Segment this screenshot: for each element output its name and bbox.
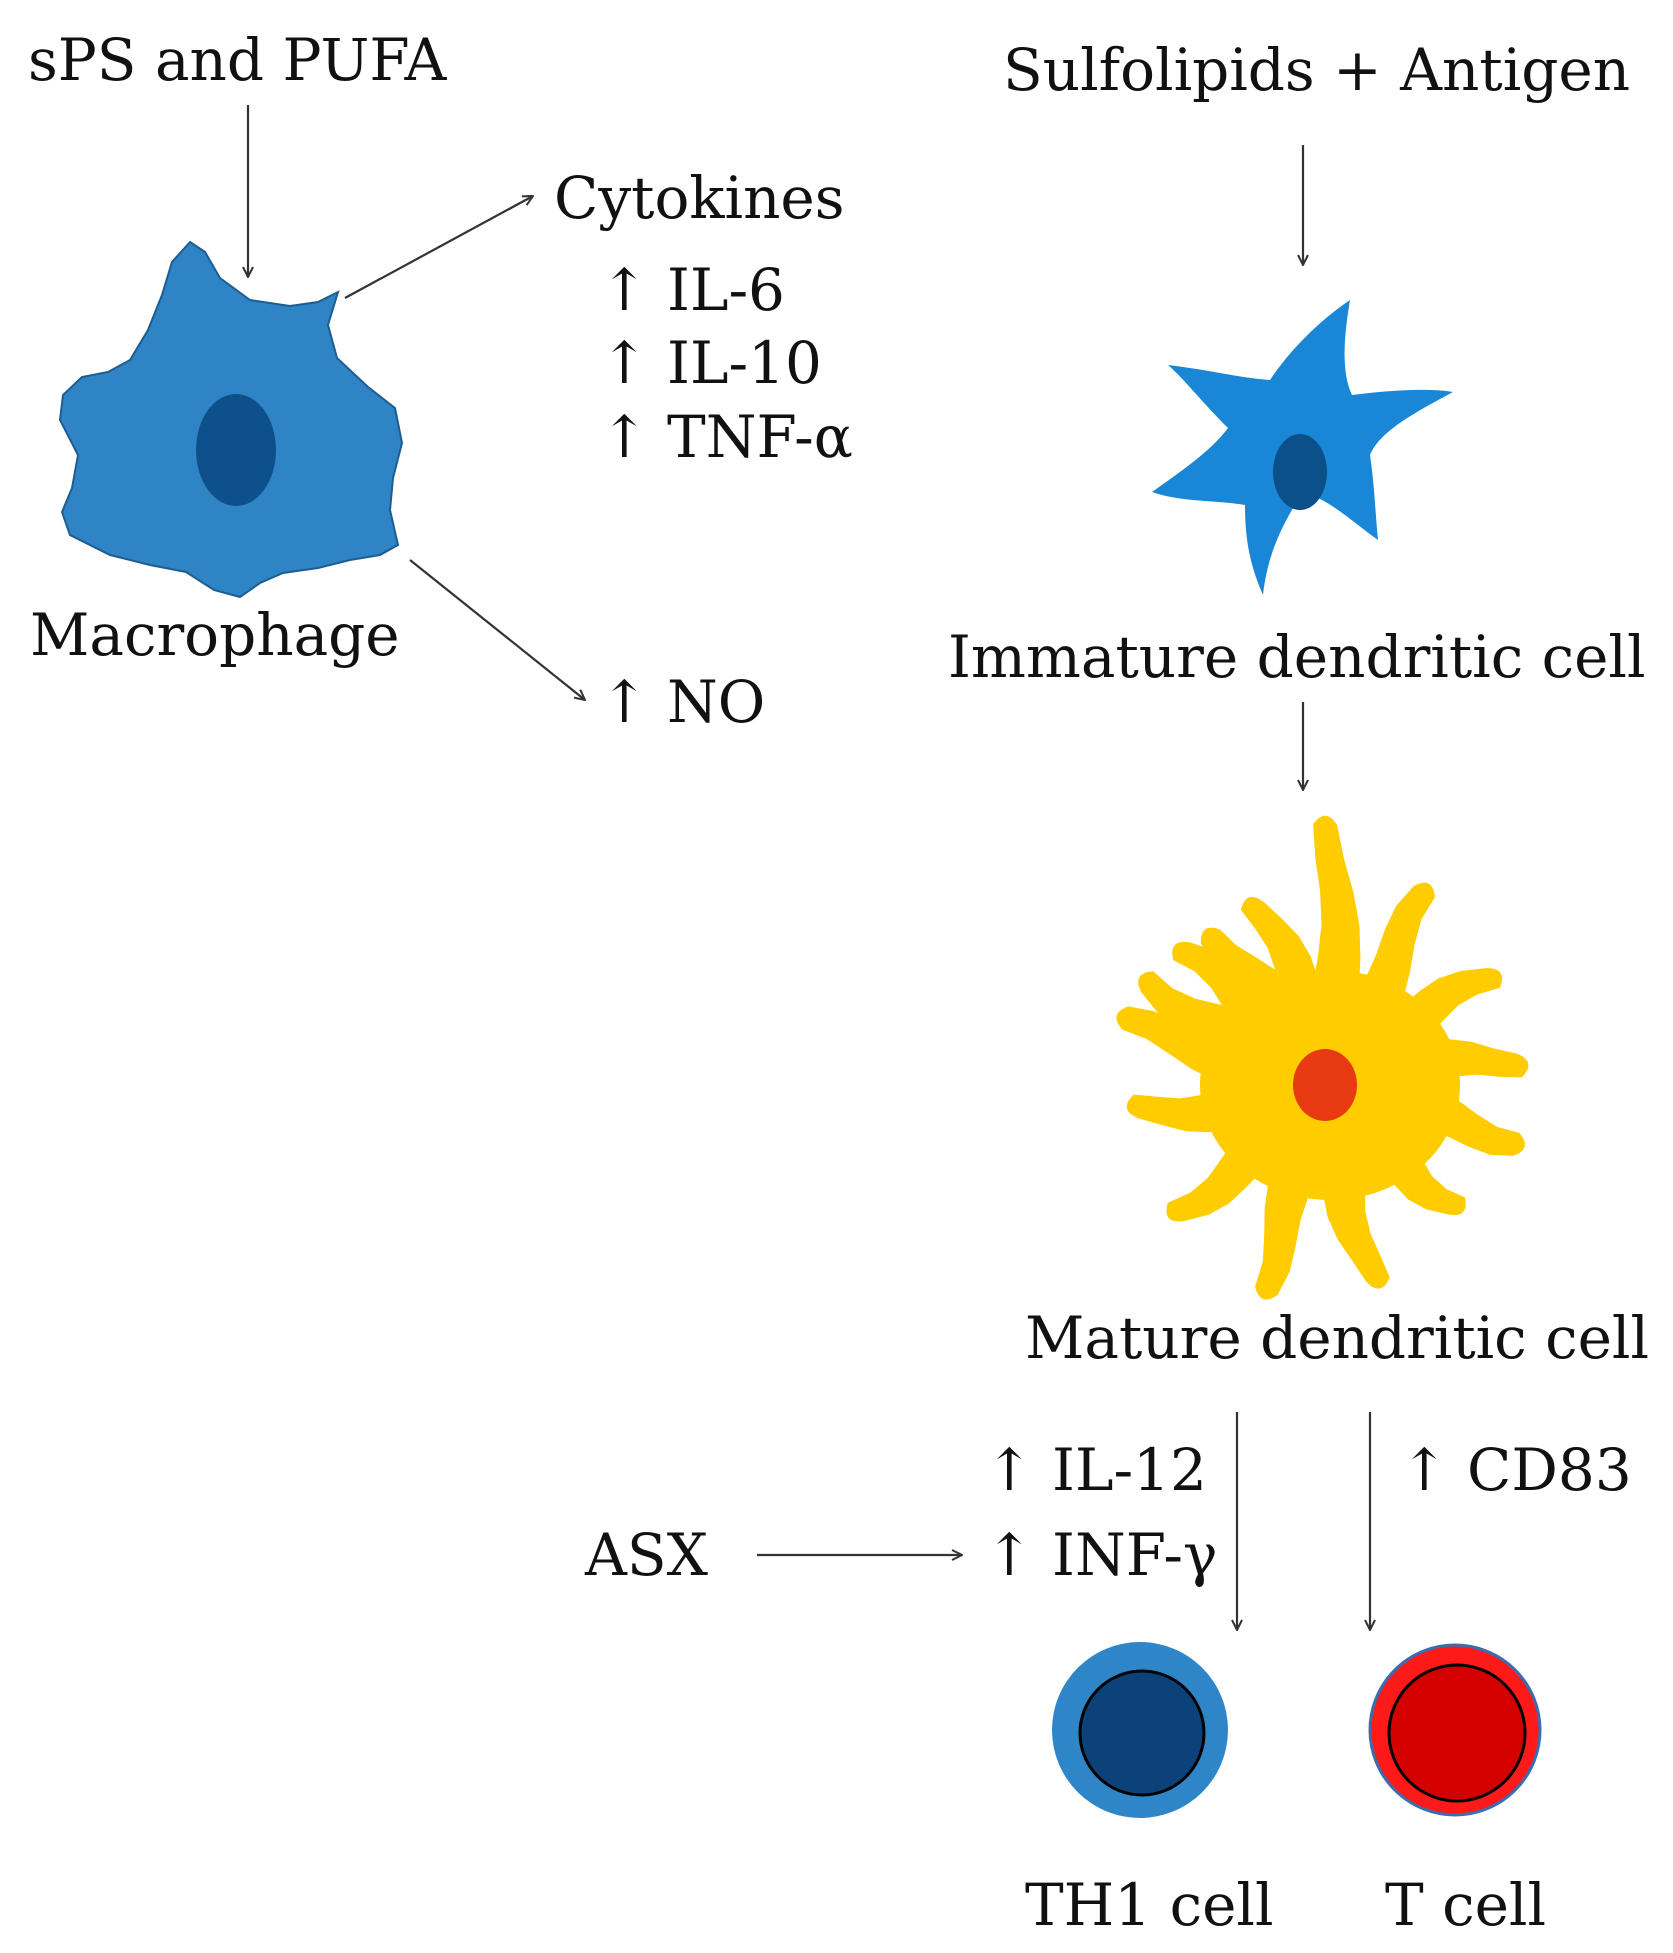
- il12-label: ↑ IL-12: [985, 1436, 1207, 1504]
- t-cell: [1368, 1643, 1542, 1817]
- sulfolipids-antigen-label: Sulfolipids + Antigen: [1003, 36, 1630, 104]
- th1-cell-inner: [1078, 1669, 1206, 1797]
- mature-dc-nucleus: [1293, 1049, 1357, 1121]
- cytokines-heading: Cytokines: [554, 164, 845, 232]
- macrophage-label: Macrophage: [30, 601, 400, 669]
- t-cell-inner: [1387, 1663, 1527, 1803]
- inf-gamma-label: ↑ INF-γ: [985, 1521, 1218, 1589]
- stimulus-label: sPS and PUFA: [28, 26, 448, 94]
- macrophage-cell: [58, 240, 404, 599]
- asx-label: ASX: [584, 1521, 709, 1589]
- macrophage-nucleus: [196, 394, 276, 506]
- mature-dc-label: Mature dendritic cell: [1025, 1304, 1649, 1372]
- t-cell-label: T cell: [1385, 1871, 1546, 1939]
- macrophage-to-cytokines-arrow: [344, 196, 533, 299]
- cytokine-il10: ↑ IL-10: [600, 329, 822, 397]
- th1-cell: [1052, 1642, 1228, 1818]
- cytokine-il6: ↑ IL-6: [600, 256, 785, 324]
- nitric-oxide-label: ↑ NO: [600, 668, 765, 736]
- immature-dc-label: Immature dendritic cell: [948, 623, 1646, 691]
- cytokine-tnf-alpha: ↑ TNF-α: [600, 403, 853, 471]
- th1-cell-label: TH1 cell: [1025, 1871, 1274, 1939]
- macrophage-to-no-arrow: [409, 559, 585, 700]
- immature-dc-nucleus: [1273, 434, 1327, 510]
- mature-dendritic-cell: [1116, 815, 1529, 1300]
- immature-dendritic-cell: [1152, 300, 1453, 595]
- cd83-label: ↑ CD83: [1400, 1436, 1632, 1504]
